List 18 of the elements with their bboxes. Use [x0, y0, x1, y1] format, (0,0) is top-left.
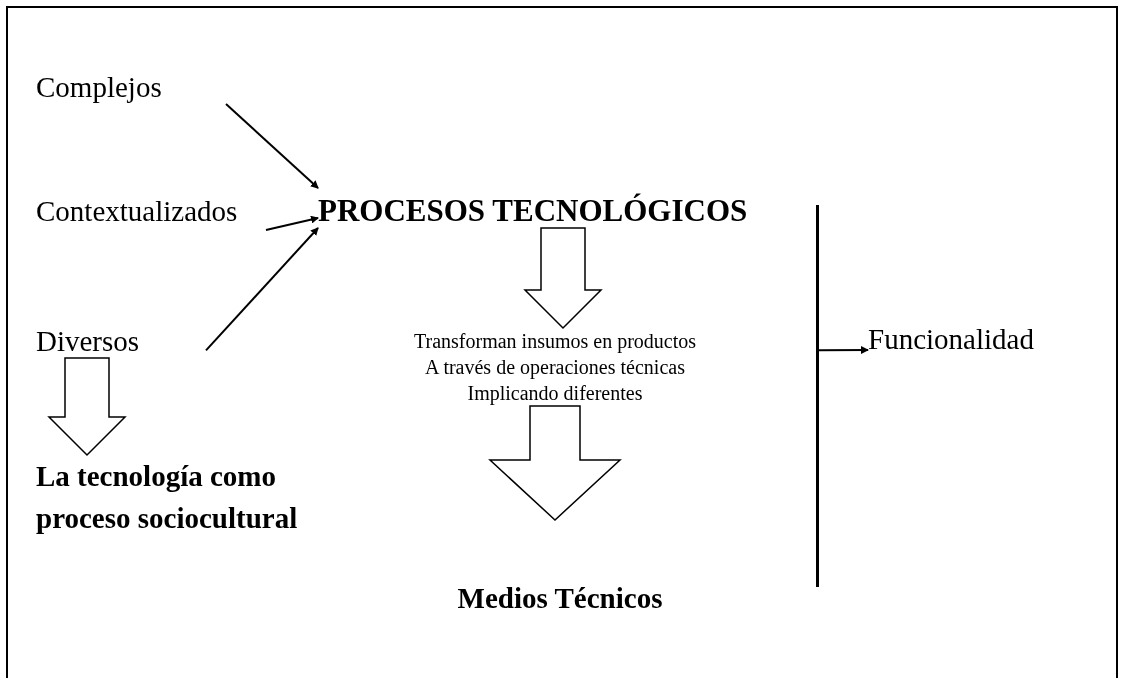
- node-label: PROCESOS TECNOLÓGICOS: [318, 192, 749, 230]
- node-label: La tecnología como proceso sociocultural: [36, 459, 299, 536]
- node-label: Diversos: [36, 324, 141, 359]
- node-label: Funcionalidad: [868, 322, 1035, 357]
- arrow: [265, 215, 319, 231]
- node-label: A través de operaciones técnicas: [424, 355, 686, 380]
- node-label: Contextualizados: [36, 194, 239, 229]
- arrow: [225, 103, 319, 189]
- node-label: Medios Técnicos: [456, 580, 664, 616]
- arrow: [205, 227, 319, 352]
- block-arrow: [488, 405, 622, 522]
- arrow: [818, 346, 869, 354]
- vertical-bar: [816, 205, 819, 587]
- node-label: Complejos: [36, 70, 163, 105]
- block-arrow: [523, 227, 603, 330]
- node-label: Transforman insumos en productos: [413, 329, 697, 354]
- node-label: Implicando diferentes: [466, 381, 644, 406]
- block-arrow: [47, 357, 127, 457]
